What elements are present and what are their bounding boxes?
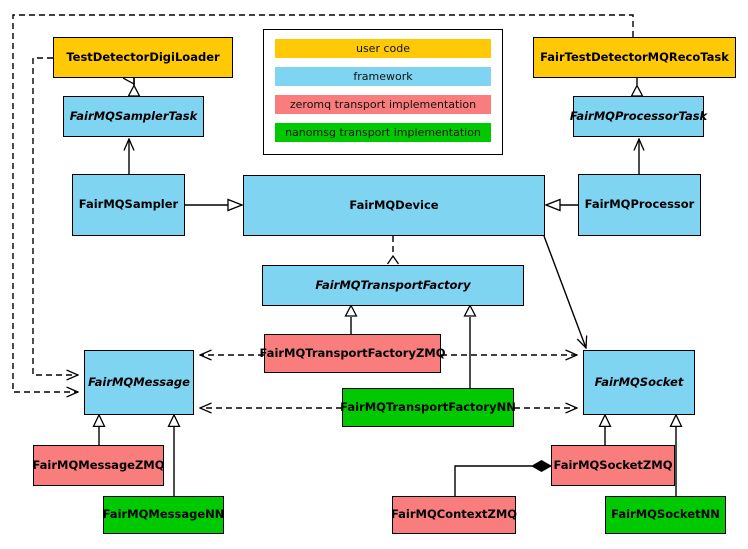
legend-label: user code xyxy=(355,42,411,55)
node-label: FairMQSocketZMQ xyxy=(553,457,673,472)
node-label: FairMQContextZMQ xyxy=(390,507,518,522)
node-label: FairMQTransportFactoryZMQ xyxy=(259,345,446,360)
node-label: FairMQMessageZMQ xyxy=(32,457,165,472)
legend-item-framework: framework xyxy=(275,67,491,86)
node-label: FairMQSampler xyxy=(78,197,179,212)
node-label: FairMQDevice xyxy=(349,197,439,212)
node-fairmq-transport-factory-zmq[interactable]: FairMQTransportFactoryZMQ xyxy=(260,334,446,373)
edge-device-socket xyxy=(543,235,586,348)
node-label: FairMQTransportFactory xyxy=(315,277,471,292)
legend-label: framework xyxy=(353,70,413,83)
node-label: FairMQProcessorTask xyxy=(569,108,708,123)
node-label: FairMQProcessor xyxy=(584,197,695,212)
node-label: FairMQSocketNN xyxy=(611,507,720,522)
node-test-detector-digi-loader[interactable]: TestDetectorDigiLoader xyxy=(53,37,233,78)
node-label: FairMQTransportFactoryNN xyxy=(340,399,516,414)
legend: user code framework zeromq transport imp… xyxy=(263,29,503,155)
node-label: FairTestDetectorMQRecoTask xyxy=(540,49,729,64)
node-label: TestDetectorDigiLoader xyxy=(66,49,220,64)
legend-item-zeromq: zeromq transport implementation xyxy=(275,95,491,114)
node-label: FairMQSamplerTask xyxy=(69,108,198,123)
node-label: FairMQMessage xyxy=(88,374,190,389)
edge-contextzmq-socketzmq xyxy=(454,465,532,496)
node-fairmq-message[interactable]: FairMQMessage xyxy=(84,350,194,415)
legend-item-nanomsg: nanomsg transport implementation xyxy=(275,123,491,142)
node-label: FairMQSocket xyxy=(594,374,684,389)
node-fairmq-message-nn[interactable]: FairMQMessageNN xyxy=(103,496,224,534)
node-fairmq-transport-factory[interactable]: FairMQTransportFactory xyxy=(262,265,524,306)
legend-label: zeromq transport implementation xyxy=(289,98,477,111)
node-fairmq-socket-zmq[interactable]: FairMQSocketZMQ xyxy=(551,445,675,486)
node-fairmq-processor-task[interactable]: FairMQProcessorTask xyxy=(569,96,708,137)
node-fairmq-transport-factory-nn[interactable]: FairMQTransportFactoryNN xyxy=(340,388,516,427)
node-fairmq-sampler[interactable]: FairMQSampler xyxy=(72,174,185,236)
node-fairmq-socket[interactable]: FairMQSocket xyxy=(583,350,695,415)
node-fairmq-device[interactable]: FairMQDevice xyxy=(243,175,545,236)
node-fair-test-detector-mq-reco-task[interactable]: FairTestDetectorMQRecoTask xyxy=(533,37,736,78)
node-label: FairMQMessageNN xyxy=(102,507,225,522)
node-fairmq-message-zmq[interactable]: FairMQMessageZMQ xyxy=(32,445,165,486)
legend-label: nanomsg transport implementation xyxy=(285,126,481,139)
node-fairmq-context-zmq[interactable]: FairMQContextZMQ xyxy=(390,496,518,534)
legend-item-user-code: user code xyxy=(275,39,491,58)
node-fairmq-socket-nn[interactable]: FairMQSocketNN xyxy=(605,496,726,534)
node-fairmq-sampler-task[interactable]: FairMQSamplerTask xyxy=(63,96,204,137)
node-fairmq-processor[interactable]: FairMQProcessor xyxy=(578,174,701,236)
